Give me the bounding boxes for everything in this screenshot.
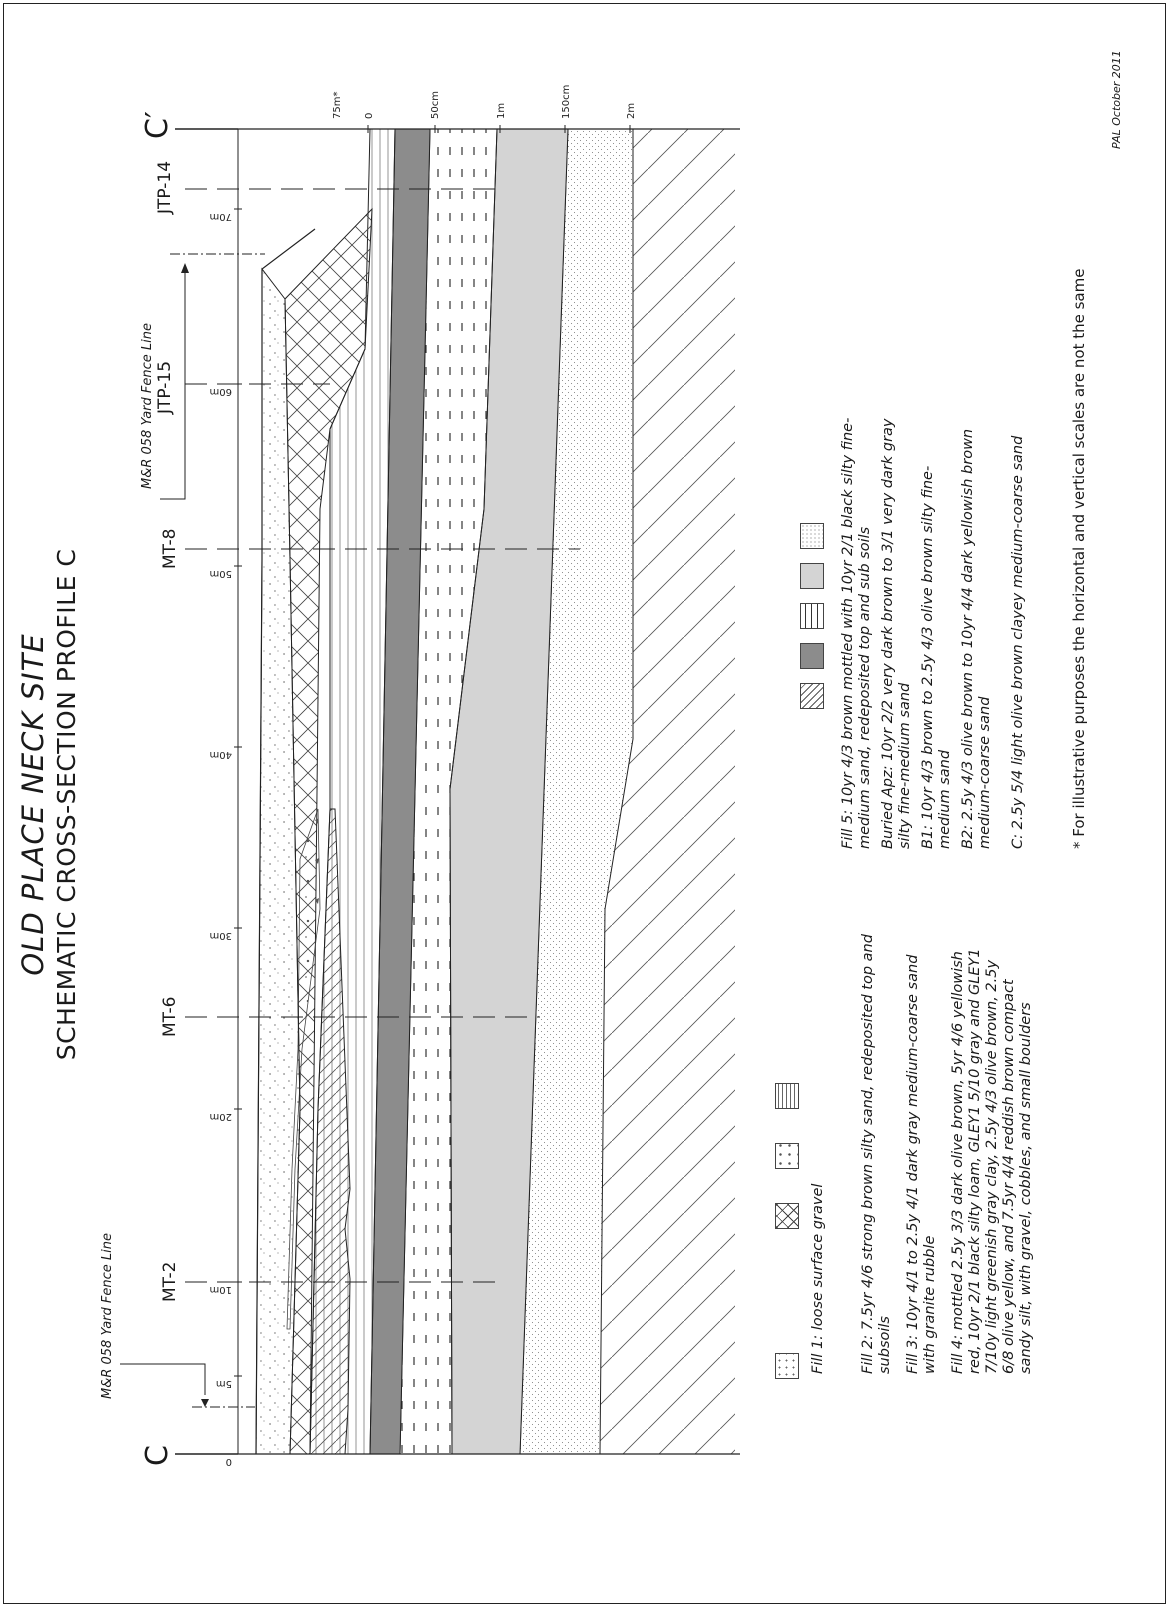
htick-label-5m: 5m (216, 1378, 232, 1389)
test-pit-label-mt6: MT-6 (160, 996, 180, 1037)
vtick-label-50cm: 50cm (430, 91, 441, 119)
fence-arrow-right (160, 269, 186, 500)
legend-b1-text: B1: 10yr 4/3 brown to 2.5y 4/3 olive bro… (920, 465, 953, 849)
drawing-frame (3, 3, 1166, 1604)
vtick-label-150cm: 150cm (561, 85, 572, 119)
htick-label-70m: 70m (210, 211, 232, 222)
fence-line-label-left: M&R 058 Yard Fence Line (100, 1233, 115, 1399)
htick-label-20m: 20m (210, 1111, 232, 1122)
swatch-fill4 (775, 1083, 799, 1109)
htick-label-30m: 30m (210, 930, 232, 941)
legend-b2-text: B2: 2.5y 4/3 olive brown to 10yr 4/4 dar… (960, 428, 993, 849)
fence-arrowhead-left (201, 1399, 209, 1407)
htick-label-0: 0 (226, 1456, 232, 1467)
fence-arrowhead-right (181, 263, 189, 273)
legend-fill1-text: Fill 1: loose surface gravel (810, 1183, 826, 1374)
scale-note: * For illustrative purposes the horizont… (1070, 268, 1088, 849)
swatch-fill1 (775, 1353, 799, 1379)
test-pit-label-mt8: MT-8 (160, 528, 180, 569)
fence-arrow-left (120, 1363, 206, 1395)
legend-c-text: C: 2.5y 5/4 light olive brown clayey med… (1010, 435, 1026, 849)
legend-apz-text: Buried Apz: 10yr 2/2 very dark brown to … (880, 418, 913, 850)
vtick-label-0: 0 (364, 113, 375, 119)
legend-fill3-text: Fill 3: 10yr 4/1 to 2.5y 4/1 dark gray m… (905, 954, 938, 1374)
legend-fill4-text: Fill 4: mottled 2.5y 3/3 dark olive brow… (950, 948, 1034, 1374)
swatch-fill3 (775, 1143, 799, 1169)
vtick-label-75m: 75m* (332, 92, 343, 119)
credit-line: PAL October 2011 (1110, 50, 1123, 149)
swatch-apz (800, 643, 824, 669)
swatch-b2 (800, 563, 824, 589)
test-pit-label-mt2: MT-2 (160, 1261, 180, 1302)
ground-surface-line (255, 228, 316, 1455)
section-label-c: C (140, 1445, 175, 1466)
htick-label-60m: 60m (210, 386, 232, 397)
vtick-label-1m: 1m (496, 103, 507, 119)
swatch-b1 (800, 603, 824, 629)
vtick-label-2m: 2m (626, 103, 637, 119)
htick-label-40m: 40m (210, 749, 232, 760)
htick-label-10m: 10m (210, 1284, 232, 1295)
test-pit-label-jtp14: JTP-14 (155, 160, 175, 214)
legend-fill5-text: Fill 5: 10yr 4/3 brown mottled with 10yr… (840, 417, 873, 849)
swatch-c (800, 523, 824, 549)
fence-line-label-right: M&R 058 Yard Fence Line (140, 323, 155, 489)
htick-label-50m: 50m (210, 568, 232, 579)
swatch-fill2 (775, 1203, 799, 1229)
swatch-fill5 (800, 683, 824, 709)
layer-c-base-diagonal (600, 129, 735, 1454)
test-pit-label-jtp15: JTP-15 (155, 360, 175, 414)
legend-fill2-text: Fill 2: 7.5yr 4/6 strong brown silty san… (860, 934, 893, 1374)
section-label-c-prime: C′ (140, 111, 175, 139)
